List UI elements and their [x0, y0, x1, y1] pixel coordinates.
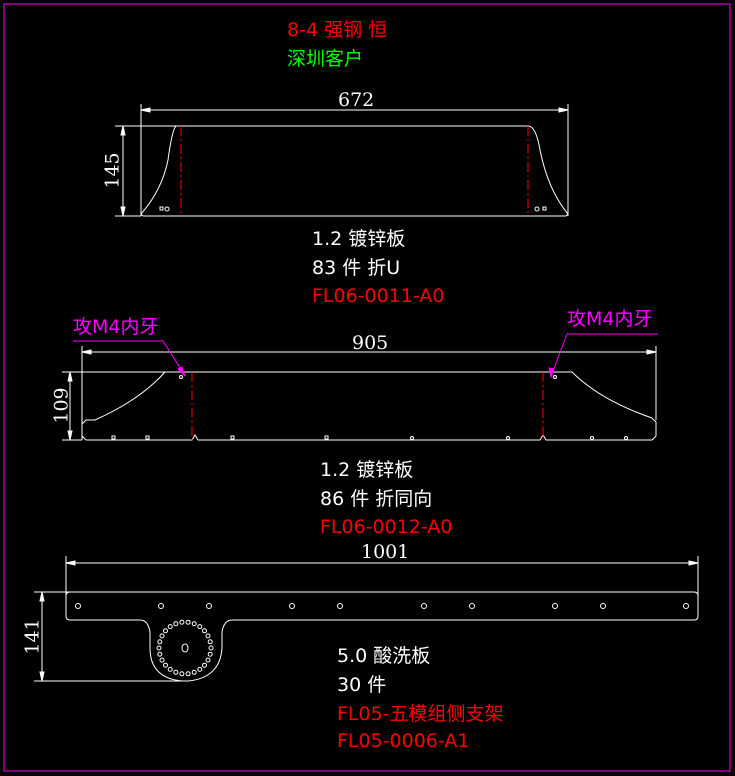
bolt-hole: [179, 619, 185, 625]
bolt-hole: [167, 666, 173, 672]
bolt-hole: [167, 624, 173, 630]
part-2-quantity: 86 件 折同向: [320, 488, 433, 510]
bolt-hole: [185, 619, 191, 625]
bolt-hole: [159, 657, 165, 663]
part-2-drawing: [62, 346, 657, 441]
part-2-height-dim: 109: [50, 387, 73, 424]
part-2-note-left: 攻M4内牙: [73, 316, 159, 338]
drawing-title: 8-4 强钢 恒: [287, 19, 388, 41]
bolt-hole: [157, 651, 163, 657]
bolt-hole-ring: [156, 619, 214, 677]
bolt-hole: [208, 645, 214, 651]
bolt-hole: [185, 671, 191, 677]
bolt-hole: [197, 624, 203, 630]
bolt-hole: [173, 669, 179, 675]
part-3-width-dim: 1001: [361, 541, 410, 563]
part-3-code: FL05-0006-A1: [337, 730, 470, 752]
bolt-hole: [179, 671, 185, 677]
part-3-height-dim: 141: [21, 618, 44, 655]
bolt-hole: [207, 639, 213, 645]
part-1-material: 1.2 镀锌板: [312, 228, 406, 250]
bolt-hole: [159, 633, 165, 639]
customer-label: 深圳客户: [287, 48, 364, 70]
part-1-drawing: [115, 104, 569, 217]
drawing-frame: [3, 3, 731, 772]
bolt-hole: [191, 669, 197, 675]
part-3-name: FL05-五模组侧支架: [337, 703, 504, 725]
bolt-hole: [163, 628, 168, 634]
bolt-hole: [173, 621, 179, 627]
bolt-hole: [202, 628, 207, 634]
part-2-code: FL06-0012-A0: [320, 516, 453, 538]
bolt-hole: [156, 645, 162, 651]
part-1-quantity: 83 件 折U: [312, 257, 401, 279]
bolt-hole: [157, 639, 163, 645]
part-3-quantity: 30 件: [337, 674, 387, 696]
part-3-drawing: [34, 556, 699, 682]
part-3-material: 5.0 酸洗板: [337, 645, 431, 667]
bolt-hole: [205, 633, 211, 639]
bolt-hole: [202, 662, 207, 668]
part-2-width-dim: 905: [352, 332, 389, 354]
part-2-note-right: 攻M4内牙: [567, 308, 653, 330]
part-2-material: 1.2 镀锌板: [320, 459, 414, 481]
part-1-width-dim: 672: [338, 89, 375, 111]
bolt-hole: [191, 621, 197, 627]
bolt-hole: [163, 662, 168, 668]
bolt-hole: [205, 657, 211, 663]
note-leaders: [73, 333, 658, 379]
part-1-height-dim: 145: [101, 152, 124, 189]
bolt-hole: [207, 651, 213, 657]
part-1-code: FL06-0011-A0: [312, 285, 445, 307]
bolt-hole: [197, 666, 203, 672]
